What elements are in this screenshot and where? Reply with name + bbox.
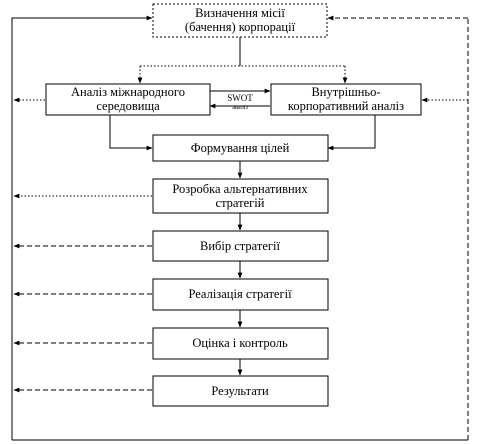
env-line1: Аналіз міжнародного xyxy=(71,85,185,99)
swot-label: SWOT аналіз xyxy=(227,93,253,111)
alternatives-line1: Розробка альтернативних xyxy=(172,182,308,196)
box-internal-analysis: Внутрішньо- корпоративний аналіз xyxy=(270,83,422,116)
box-alternatives: Розробка альтернативних стратегій xyxy=(152,178,329,214)
box-goals: Формування цілей xyxy=(152,134,329,162)
feedback-loop xyxy=(11,15,469,441)
mission-line2: (бачення) корпорації xyxy=(185,20,296,34)
choice-label: Вибір стратегії xyxy=(200,239,280,253)
left-feedback-arrows xyxy=(13,97,152,393)
goals-label: Формування цілей xyxy=(191,141,290,155)
evaluation-label: Оцінка і контроль xyxy=(192,336,288,350)
implementation-label: Реалізація стратегії xyxy=(188,287,292,301)
env-line2: середовища xyxy=(96,99,160,113)
box-evaluation: Оцінка і контроль xyxy=(152,327,329,360)
swot-main: SWOT xyxy=(227,93,253,103)
alternatives-line2: стратегій xyxy=(216,196,265,210)
box-choice: Вибір стратегії xyxy=(152,230,329,262)
box-international-environment: Аналіз міжнародного середовища xyxy=(45,83,211,116)
connectors xyxy=(109,37,376,376)
swot-sub: аналіз xyxy=(232,105,248,111)
results-label: Результати xyxy=(211,384,269,398)
box-implementation: Реалізація стратегії xyxy=(152,278,329,311)
internal-line1: Внутрішньо- xyxy=(311,85,380,99)
mission-line1: Визначення місії xyxy=(195,6,285,20)
box-mission: Визначення місії (бачення) корпорації xyxy=(152,3,328,38)
box-results: Результати xyxy=(152,375,329,407)
internal-line2: корпоративний аналіз xyxy=(288,99,404,113)
